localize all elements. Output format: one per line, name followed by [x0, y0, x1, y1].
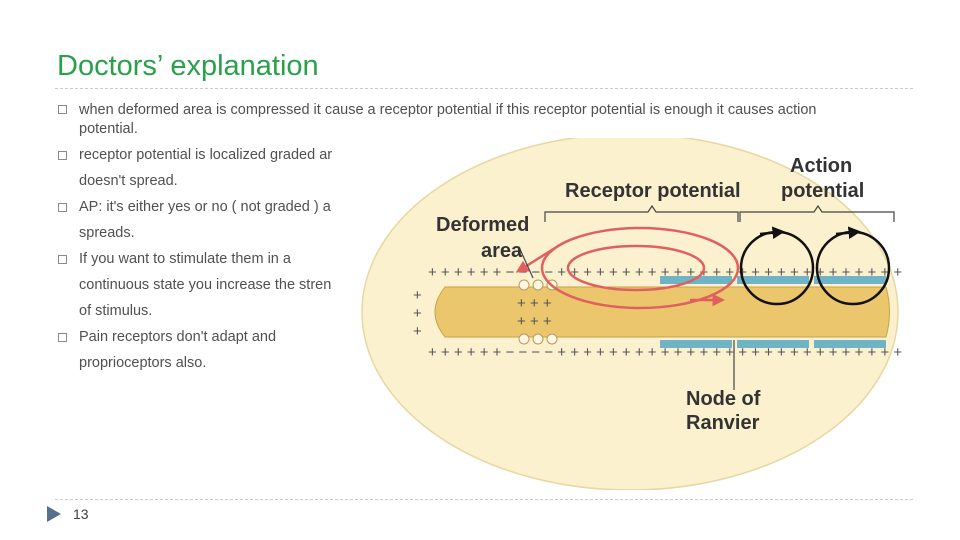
bullet-marker	[58, 151, 67, 160]
label-deformed-1: Deformed	[436, 214, 529, 236]
myelin-segments	[660, 276, 886, 348]
svg-text:+: +	[413, 287, 422, 304]
label-brackets	[544, 204, 895, 390]
bullet-2-line-2: doesn't spread.	[79, 173, 178, 189]
page-number: 13	[73, 506, 89, 522]
charge-signs-top: + + + + + + − − − − + + + + + + + + + + …	[413, 264, 902, 361]
label-node-2: Ranvier	[686, 412, 760, 434]
svg-text:+ + + + + + − − − − + + + +: + + + + + + − − − − + + + + + + + + + + …	[428, 264, 902, 281]
page-arrow-icon	[47, 506, 61, 522]
svg-text:+: +	[413, 305, 422, 322]
label-deformed-2: area	[481, 240, 523, 262]
bullet-4-line-2: continuous state you increase the stren	[79, 277, 332, 293]
bullet-5-line-1: Pain receptors don't adapt and	[79, 329, 277, 345]
axon-core	[434, 286, 890, 338]
label-receptor-potential: Receptor potential	[565, 180, 741, 202]
slide-title: Doctors’ explanation	[57, 50, 319, 82]
deformed-area-circles	[518, 279, 558, 345]
deformed-pointer	[518, 246, 534, 279]
bullet-3-line-1: AP: it's either yes or no ( not graded )…	[79, 199, 331, 215]
bullet-marker	[58, 255, 67, 264]
label-action-1: Action	[790, 155, 852, 177]
bullet-marker	[58, 203, 67, 212]
title-divider	[55, 88, 913, 89]
bullet-2-line-1: receptor potential is localized graded a…	[79, 147, 333, 163]
svg-text:+: +	[413, 323, 422, 340]
receptor-figure: + + + + + + − − − − + + + + + + + + + + …	[361, 138, 902, 490]
action-current-arrows	[739, 226, 891, 306]
bullet-4-line-3: of stimulus.	[79, 303, 153, 319]
label-node-1: Node of	[686, 388, 761, 410]
receptor-current-arrows	[515, 226, 740, 310]
svg-text:+ + + + + + − − − − + + + +: + + + + + + − − − − + + + + + + + + + + …	[428, 344, 902, 361]
svg-text:+ + +: + + +	[517, 313, 552, 330]
bullet-marker	[58, 105, 67, 114]
footer-divider	[55, 499, 913, 500]
label-action-2: potential	[781, 180, 864, 202]
svg-text:+ + +: + + +	[517, 295, 552, 312]
bullet-3-line-2: spreads.	[79, 225, 135, 241]
bullet-5-line-2: proprioceptors also.	[79, 355, 207, 371]
bullet-1-line-1: when deformed area is compressed it caus…	[79, 102, 817, 118]
bullet-marker	[58, 333, 67, 342]
bullet-1-line-2: potential.	[79, 121, 138, 137]
bullet-4-line-1: If you want to stimulate them in a	[79, 251, 291, 267]
